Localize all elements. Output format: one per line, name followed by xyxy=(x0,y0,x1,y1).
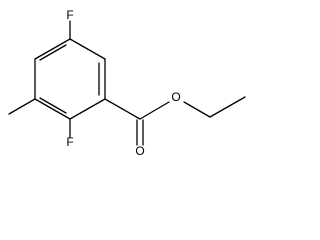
atom-fluorine-top: F xyxy=(66,8,73,22)
atom-ester-oxygen: O xyxy=(171,90,180,104)
atom-label-carbonyl-oxygen: O xyxy=(135,144,144,158)
ring-bond-c2-c3 xyxy=(69,98,106,120)
ring-double-bond-inner-bottom-left xyxy=(39,97,67,114)
atom-carbonyl-oxygen: O xyxy=(135,144,144,158)
ring-bond-c3-c4 xyxy=(34,98,71,120)
ring-double-bond-inner-top-left xyxy=(39,44,67,61)
bond-to-methyl xyxy=(8,98,36,115)
bond-carbonyl-to-ester-oxygen xyxy=(139,101,170,120)
ring-bond-c6-c1 xyxy=(69,38,106,60)
atom-fluorine-bottom: F xyxy=(66,135,73,149)
atom-label-ester-oxygen: O xyxy=(171,90,180,104)
ring-bond-c5-c6 xyxy=(34,38,71,60)
atom-label-fluorine-top: F xyxy=(66,8,73,22)
atom-label-fluorine-bottom: F xyxy=(66,135,73,149)
benzene-ring xyxy=(34,38,106,120)
structure-diagram: F F O O xyxy=(8,8,246,158)
bond-ring-to-carbonyl xyxy=(104,98,141,120)
bond-ester-oxygen-to-ch2 xyxy=(183,101,211,118)
bond-ch2-to-ch3 xyxy=(209,96,246,118)
